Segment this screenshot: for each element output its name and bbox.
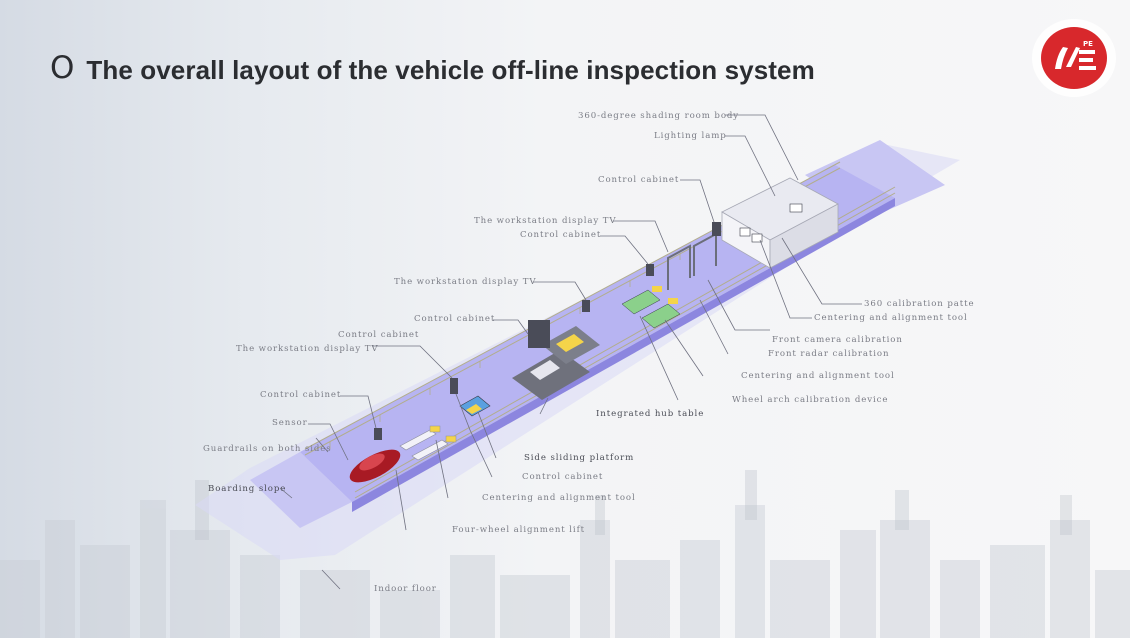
- centering-tool-lower: [429, 425, 457, 443]
- label-control-cabinet-top: Control cabinet: [598, 175, 679, 185]
- label-control-cabinet-3: Control cabinet: [414, 314, 495, 324]
- control-cabinets: [374, 222, 721, 440]
- label-guardrails: Guardrails on both sides: [203, 444, 332, 454]
- leader-guardrails: [315, 437, 329, 453]
- label-calibration-pattern: 360 calibration patte: [864, 299, 974, 309]
- label-shading-room: 360-degree shading room body: [578, 111, 739, 121]
- label-control-cabinet-2: Control cabinet: [520, 230, 601, 240]
- label-workstation-tv-3: The workstation display TV: [236, 344, 379, 354]
- leader-control-cabinet-3: [493, 319, 529, 335]
- title-row: O The overall layout of the vehicle off-…: [50, 50, 815, 90]
- label-control-cabinet-5: Control cabinet: [260, 390, 341, 400]
- leader-workstation-tv-2: [533, 281, 587, 301]
- boarding-slope: [250, 452, 352, 528]
- leader-control-cabinet-6: [455, 393, 493, 478]
- side-sliding-platform: [459, 395, 491, 417]
- label-indoor-floor: Indoor floor: [374, 584, 437, 594]
- leader-boarding-slope: [279, 487, 293, 499]
- leader-lighting-lamp: [725, 135, 776, 197]
- label-lighting-lamp: Lighting lamp: [654, 131, 727, 141]
- leader-front-camera: [707, 279, 770, 331]
- leader-control-cabinet-top: [680, 179, 715, 223]
- label-centering-tool-2: Centering and alignment tool: [741, 371, 895, 381]
- label-hub-table: Integrated hub table: [596, 409, 704, 419]
- title-bullet: O: [50, 49, 75, 86]
- leader-wheel-arch: [639, 315, 679, 401]
- leader-centering-tool-3: [435, 439, 449, 499]
- leader-sensor: [308, 423, 349, 461]
- label-front-camera: Front camera calibration: [772, 335, 903, 345]
- car-icon: [349, 449, 401, 483]
- label-front-radar: Front radar calibration: [768, 349, 889, 359]
- label-control-cabinet-4: Control cabinet: [338, 330, 419, 340]
- leader-indoor-floor: [321, 569, 341, 590]
- logo-text: PE: [1083, 40, 1093, 48]
- label-four-wheel-lift: Four-wheel alignment lift: [452, 525, 585, 535]
- label-wheel-arch: Wheel arch calibration device: [732, 395, 888, 405]
- label-control-cabinet-6: Control cabinet: [522, 472, 603, 482]
- leader-side-sliding: [477, 411, 497, 459]
- leader-four-wheel-lift: [395, 469, 407, 531]
- exit-ramp: [805, 140, 945, 218]
- label-boarding-slope: Boarding slope: [208, 484, 286, 494]
- leader-control-cabinet-2: [600, 235, 649, 265]
- leader-shading-room: [725, 114, 799, 181]
- four-wheel-alignment-lift: [399, 429, 449, 461]
- pe-logo-icon: PE: [1032, 19, 1116, 97]
- label-centering-tool-1: Centering and alignment tool: [814, 313, 968, 323]
- label-sensor: Sensor: [272, 418, 308, 428]
- shading-room: [721, 177, 839, 269]
- leader-centering-tool-2: [664, 319, 704, 377]
- label-side-sliding: Side sliding platform: [524, 453, 634, 463]
- leader-control-cabinet-5: [340, 395, 377, 429]
- label-workstation-tv-2: The workstation display TV: [394, 277, 537, 287]
- leader-workstation-tv-3: [372, 345, 453, 379]
- leader-hub-table: [539, 397, 549, 415]
- label-workstation-tv-1: The workstation display TV: [474, 216, 617, 226]
- platform-side: [352, 198, 895, 512]
- leader-centering-tool-1: [759, 239, 812, 319]
- leader-calibration-pattern: [781, 237, 862, 305]
- calibration-tables: [621, 286, 681, 329]
- leader-workstation-tv-1: [613, 220, 669, 253]
- leader-front-radar: [699, 299, 729, 355]
- slide-title: The overall layout of the vehicle off-li…: [86, 54, 815, 85]
- gantry-frames: [667, 232, 717, 290]
- alignment-deck: [542, 326, 600, 364]
- label-centering-tool-3: Centering and alignment tool: [482, 493, 636, 503]
- integrated-hub-table: [512, 350, 590, 400]
